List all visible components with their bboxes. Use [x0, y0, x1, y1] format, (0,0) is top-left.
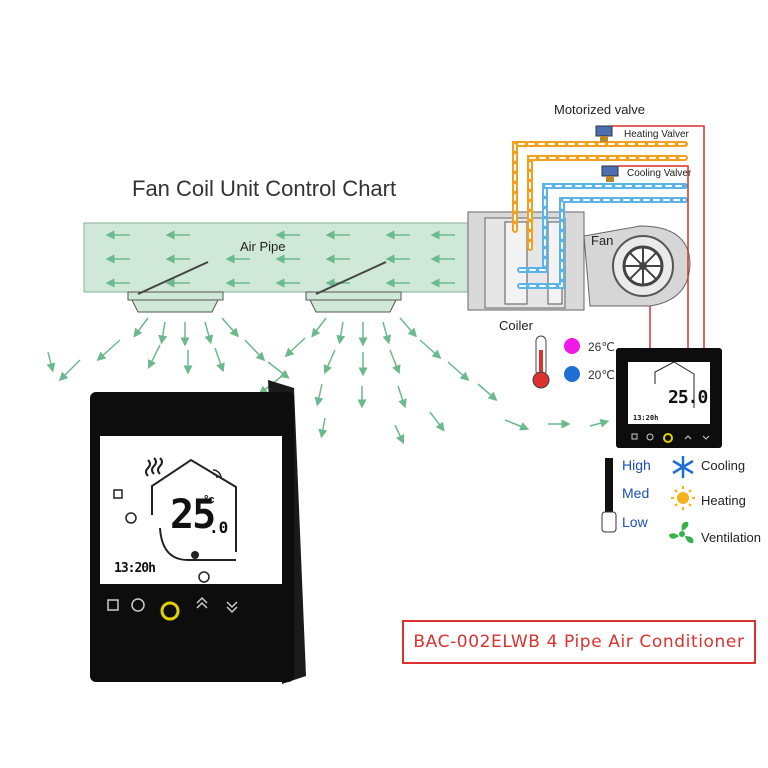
cooling-pipes [517, 183, 688, 289]
heating-pipes [512, 141, 688, 251]
large-clock-icon [125, 512, 137, 524]
model-caption-box: BAC-002ELWB 4 Pipe Air Conditioner [402, 620, 756, 664]
large-fan-speed-icon [145, 457, 163, 477]
cooling-valve-label: Cooling Valver [627, 168, 692, 179]
large-timer-icon [198, 571, 210, 583]
large-wifi-icon [212, 469, 222, 479]
snowflake-icon [672, 456, 694, 478]
diffuser-left [127, 261, 224, 313]
thermometer-icon [532, 335, 550, 389]
fan-speed-bar [601, 458, 617, 533]
air-pipe-duct [83, 222, 469, 293]
fan-speed-low: Low [622, 514, 648, 530]
lcd-temperature-decimal: .0 [209, 518, 229, 537]
fan-label: Fan [591, 233, 614, 248]
mode-heating-label: Heating [701, 493, 746, 508]
heating-valve-label: Heating Valver [624, 129, 689, 140]
mode-cooling-label: Cooling [701, 458, 746, 473]
diffuser-right [305, 261, 402, 313]
motorized-valve-label: Motorized valve [554, 102, 646, 117]
fan-housing [583, 225, 691, 307]
large-buttons [107, 596, 238, 614]
air-pipe-label: Air Pipe [240, 239, 286, 254]
coiler-label: Coiler [499, 318, 533, 333]
lcd-temperature: 25 [170, 492, 216, 538]
sun-icon [671, 486, 695, 510]
fan-speed-high: High [622, 457, 651, 473]
control-wires [612, 125, 705, 350]
mode-ventilation-label: Ventilation [701, 530, 761, 545]
hot-temperature-label: 26℃ [588, 340, 615, 354]
small-lcd-time: 13:20h [633, 414, 659, 422]
diagram-title: Fan Coil Unit Control Chart [132, 176, 397, 201]
hot-indicator-dot [564, 338, 580, 354]
large-sun-icon [191, 551, 199, 559]
lcd-temperature-unit: °c [204, 494, 215, 506]
lcd-time: 13:20h [114, 561, 156, 576]
small-lcd-temperature: 25.0 [668, 387, 708, 408]
fan-speed-med: Med [622, 485, 650, 501]
coiler-housing [467, 211, 585, 311]
cold-temperature-label: 20℃ [588, 368, 615, 382]
room-airflow-arrows [46, 317, 610, 445]
large-lock-icon [113, 489, 123, 499]
heating-valve-icon [595, 125, 613, 142]
model-caption: BAC-002ELWB 4 Pipe Air Conditioner [413, 632, 745, 652]
cold-indicator-dot [564, 366, 580, 382]
thermostat-small [616, 348, 722, 448]
cooling-valve-icon [601, 165, 619, 182]
ventilation-icon [669, 521, 694, 544]
